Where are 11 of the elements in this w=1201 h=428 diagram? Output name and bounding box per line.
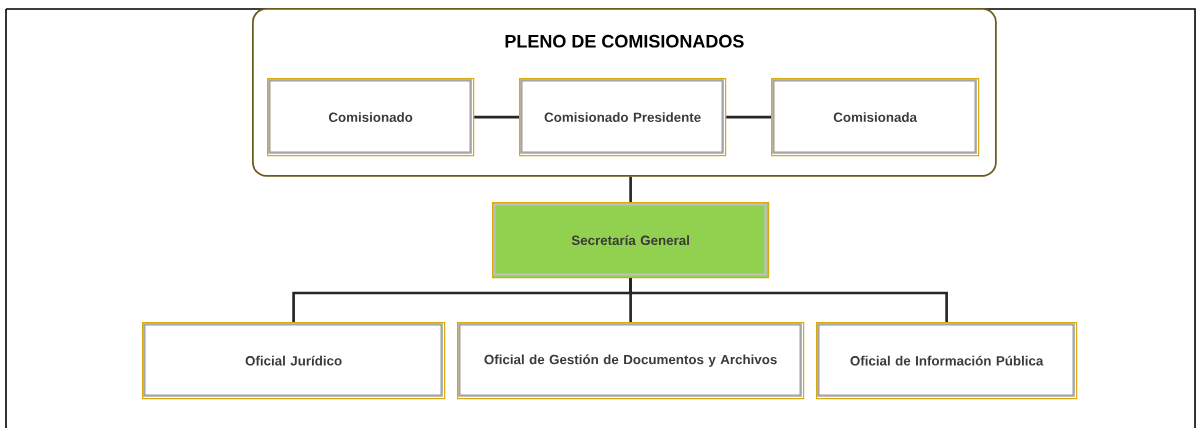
position-box: Oficial de Información Pública <box>816 322 1078 400</box>
position-box: Comisionado Presidente <box>519 78 727 157</box>
position-box: Oficial de Gestión de Documentos y Archivos <box>457 322 805 400</box>
position-box: Comisionado <box>267 78 475 157</box>
connector-line <box>474 115 519 119</box>
position-box: Secretaría General <box>492 202 770 279</box>
position-box: Comisionada <box>771 78 980 157</box>
position-box: Oficial Jurídico <box>142 322 446 400</box>
connector-line <box>629 176 632 202</box>
connector-line <box>726 115 771 119</box>
connector-line <box>629 278 948 322</box>
